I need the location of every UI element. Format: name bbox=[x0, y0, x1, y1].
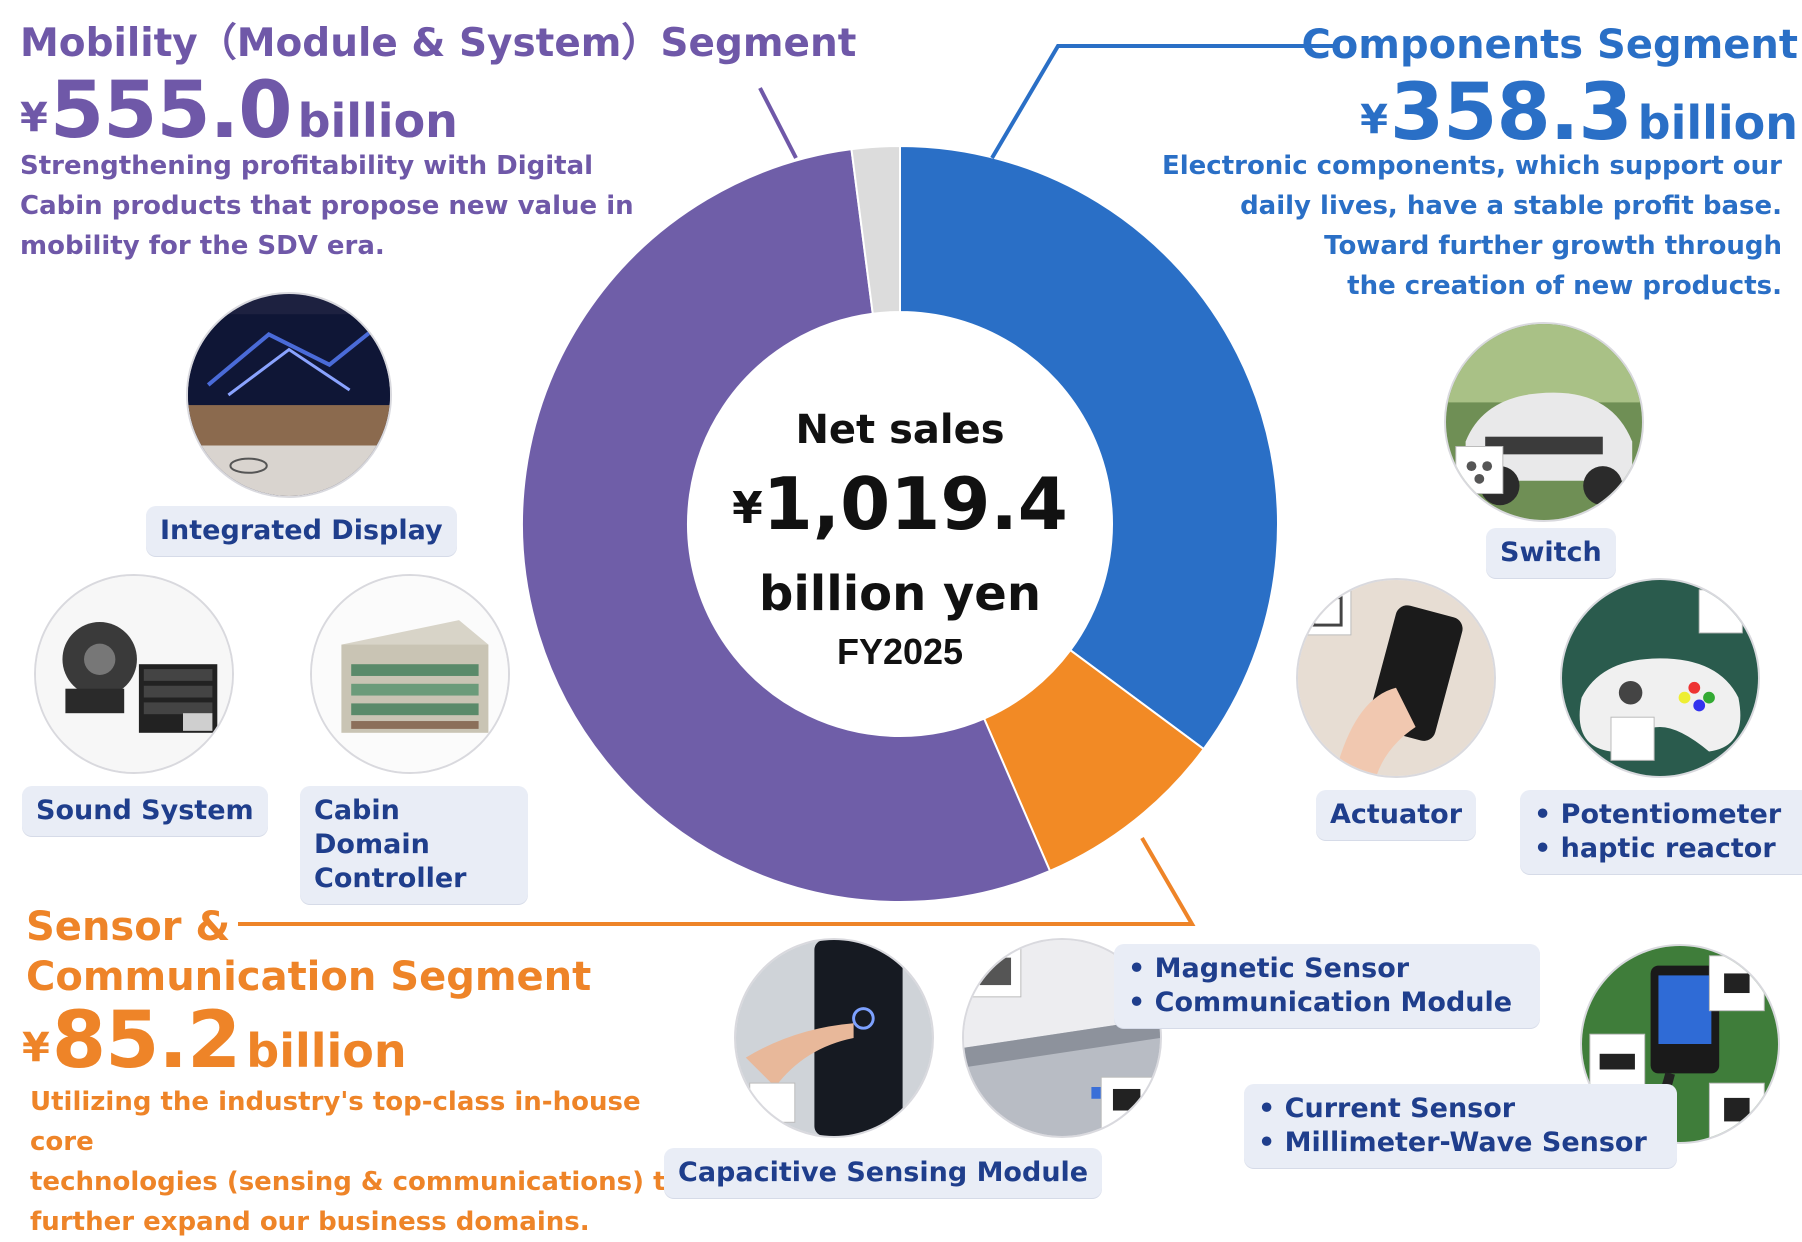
sensor-leader-line bbox=[238, 836, 1196, 926]
capacitive-sensing-image bbox=[734, 938, 934, 1138]
sensor-segment-title: Sensor & Communication Segment bbox=[26, 902, 591, 1002]
donut-center: Net sales ¥1,019.4 billion yen FY2025 bbox=[700, 402, 1100, 682]
sound-system-image bbox=[34, 574, 234, 774]
switch-image bbox=[1444, 322, 1644, 522]
mobility-leader-line bbox=[758, 87, 798, 159]
components-description: Electronic components, which support our… bbox=[1142, 146, 1782, 306]
millimeter-wave-sensor-label: Millimeter-Wave Sensor bbox=[1258, 1126, 1647, 1160]
mobility-unit: billion bbox=[297, 94, 458, 148]
potentiometer-label: Potentiometer bbox=[1534, 798, 1781, 832]
center-amount: 1,019.4 bbox=[762, 462, 1068, 546]
magnetic-communication-label: Magnetic Sensor Communication Module bbox=[1114, 944, 1541, 1028]
cabin-domain-controller-label: Cabin Domain Controller bbox=[300, 786, 528, 904]
potentiometer-image bbox=[1560, 578, 1760, 778]
mobility-amount: 555.0 bbox=[49, 66, 293, 156]
center-period: FY2025 bbox=[836, 631, 964, 672]
sensor-description-line: Utilizing the industry's top-class in-ho… bbox=[30, 1087, 641, 1157]
current-sensor-label: Current Sensor bbox=[1258, 1092, 1647, 1126]
current-sensor-image bbox=[1580, 944, 1780, 1144]
mobility-currency: ¥ bbox=[20, 95, 48, 141]
magnetic-sensor-image bbox=[962, 938, 1162, 1138]
net-sales-donut-chart bbox=[238, 44, 1338, 926]
center-unit: billion yen bbox=[758, 566, 1042, 622]
sensor-title-line1: Sensor & bbox=[26, 904, 231, 950]
components-amount: 358.3 bbox=[1389, 68, 1633, 158]
sensor-amount: 85.2 bbox=[51, 996, 241, 1086]
mobility-segment-title: Mobility（Module & System）Segment bbox=[20, 21, 857, 66]
sensor-title-line2: Communication Segment bbox=[26, 954, 592, 1000]
potentiometer-haptic-label: Potentiometer haptic reactor bbox=[1520, 790, 1802, 874]
sensor-unit: billion bbox=[246, 1024, 407, 1078]
cabin-domain-controller-image bbox=[310, 574, 510, 774]
magnetic-sensor-label: Magnetic Sensor bbox=[1128, 952, 1512, 986]
sensor-description: Utilizing the industry's top-class in-ho… bbox=[30, 1082, 710, 1242]
center-value: ¥1,019.4 bbox=[700, 462, 1100, 566]
actuator-image bbox=[1296, 578, 1496, 778]
components-description-line: Electronic components, which support our bbox=[1161, 151, 1782, 181]
components-description-line: the creation of new products. bbox=[1347, 271, 1782, 301]
sensor-currency: ¥ bbox=[22, 1025, 50, 1071]
sensor-description-line: technologies (sensing & communications) … bbox=[30, 1167, 684, 1197]
components-currency: ¥ bbox=[1360, 97, 1388, 143]
current-millimeter-label: Current Sensor Millimeter-Wave Sensor bbox=[1244, 1084, 1677, 1168]
components-description-line: daily lives, have a stable profit base. bbox=[1240, 191, 1782, 221]
components-segment-title: Components Segment bbox=[1301, 22, 1798, 68]
mobility-description: Strengthening profitability with Digital… bbox=[20, 151, 634, 261]
integrated-display-image bbox=[186, 292, 392, 498]
cabin-domain-controller-text: Cabin Domain Controller bbox=[314, 795, 467, 894]
sensor-description-line: further expand our business domains. bbox=[30, 1207, 590, 1237]
communication-module-label: Communication Module bbox=[1128, 986, 1512, 1020]
components-unit: billion bbox=[1637, 96, 1798, 150]
center-label: Net sales bbox=[795, 407, 1005, 453]
center-currency: ¥ bbox=[732, 483, 763, 534]
switch-label: Switch bbox=[1486, 528, 1616, 578]
components-leader-line bbox=[990, 44, 1338, 160]
donut-hole bbox=[688, 312, 1112, 736]
haptic-reactor-label: haptic reactor bbox=[1534, 832, 1781, 866]
components-description-line: Toward further growth through bbox=[1324, 231, 1782, 261]
sound-system-label: Sound System bbox=[22, 786, 268, 836]
actuator-label: Actuator bbox=[1316, 790, 1477, 840]
capacitive-sensing-label: Capacitive Sensing Module bbox=[664, 1148, 1103, 1198]
integrated-display-label: Integrated Display bbox=[146, 506, 457, 556]
